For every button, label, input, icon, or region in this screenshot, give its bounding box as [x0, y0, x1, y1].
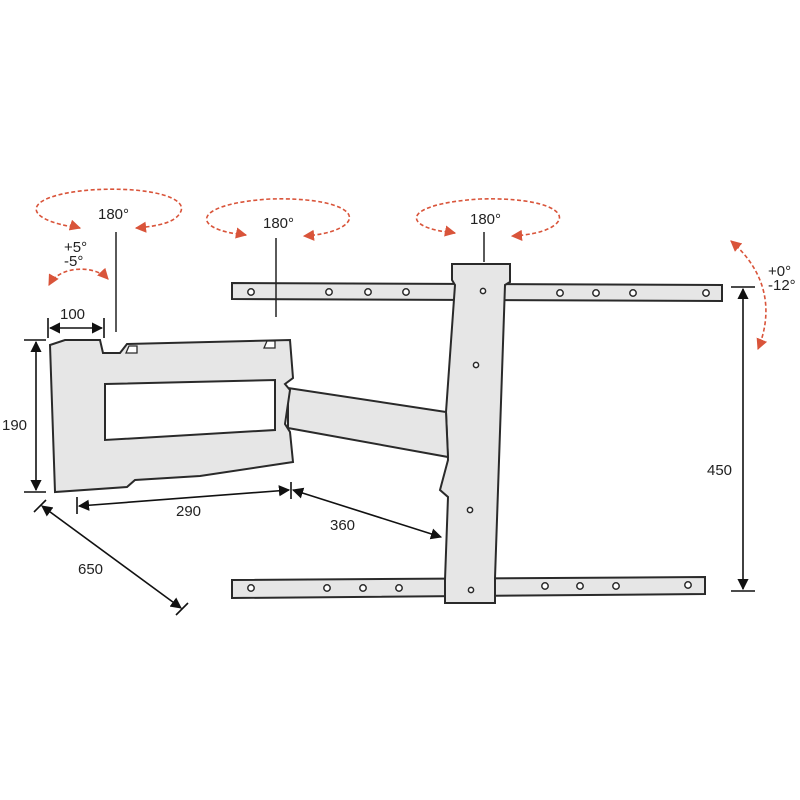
dimension-450 — [731, 286, 755, 592]
wall-swivel-arrowhead-icon — [68, 219, 82, 231]
wall-swivel-label: 180° — [98, 206, 129, 223]
wall-tilt-arrow-icon — [48, 267, 109, 286]
tv-tilt-plus-label: +0° — [768, 263, 791, 280]
arm-swivel-arrow-icon — [205, 198, 351, 241]
plate-cutouts — [125, 340, 276, 354]
first-arm-label: 290 — [176, 503, 201, 520]
dimension-190 — [24, 339, 46, 493]
mounting-holes — [247, 287, 710, 594]
rail-spacing-label: 450 — [707, 462, 732, 479]
vertical-mount-bar — [438, 263, 511, 604]
dimension-650 — [33, 499, 189, 616]
wall-tilt-plus-label: +5° — [64, 239, 87, 256]
plate-height-label: 190 — [2, 417, 27, 434]
head-swivel-label: 180° — [470, 211, 501, 228]
plate-offset-label: 100 — [60, 306, 85, 323]
head-swivel-arrowhead-icon — [444, 225, 457, 237]
dimension-100 — [47, 318, 105, 338]
arm-swivel-label: 180° — [263, 215, 294, 232]
wall-tilt-minus-label: -5° — [64, 253, 83, 270]
dimension-360 — [291, 487, 443, 540]
max-extension-label: 650 — [78, 561, 103, 578]
wall-swivel-arrow-icon — [35, 188, 183, 233]
extension-arm — [287, 386, 450, 459]
tv-tilt-arrow-icon — [730, 240, 768, 351]
head-swivel-arrow-icon — [415, 198, 561, 241]
wall-plate — [48, 338, 295, 494]
arm-swivel-arrowhead-icon — [235, 227, 248, 239]
second-arm-label: 360 — [330, 517, 355, 534]
tv-tilt-minus-label: -12° — [768, 277, 796, 294]
